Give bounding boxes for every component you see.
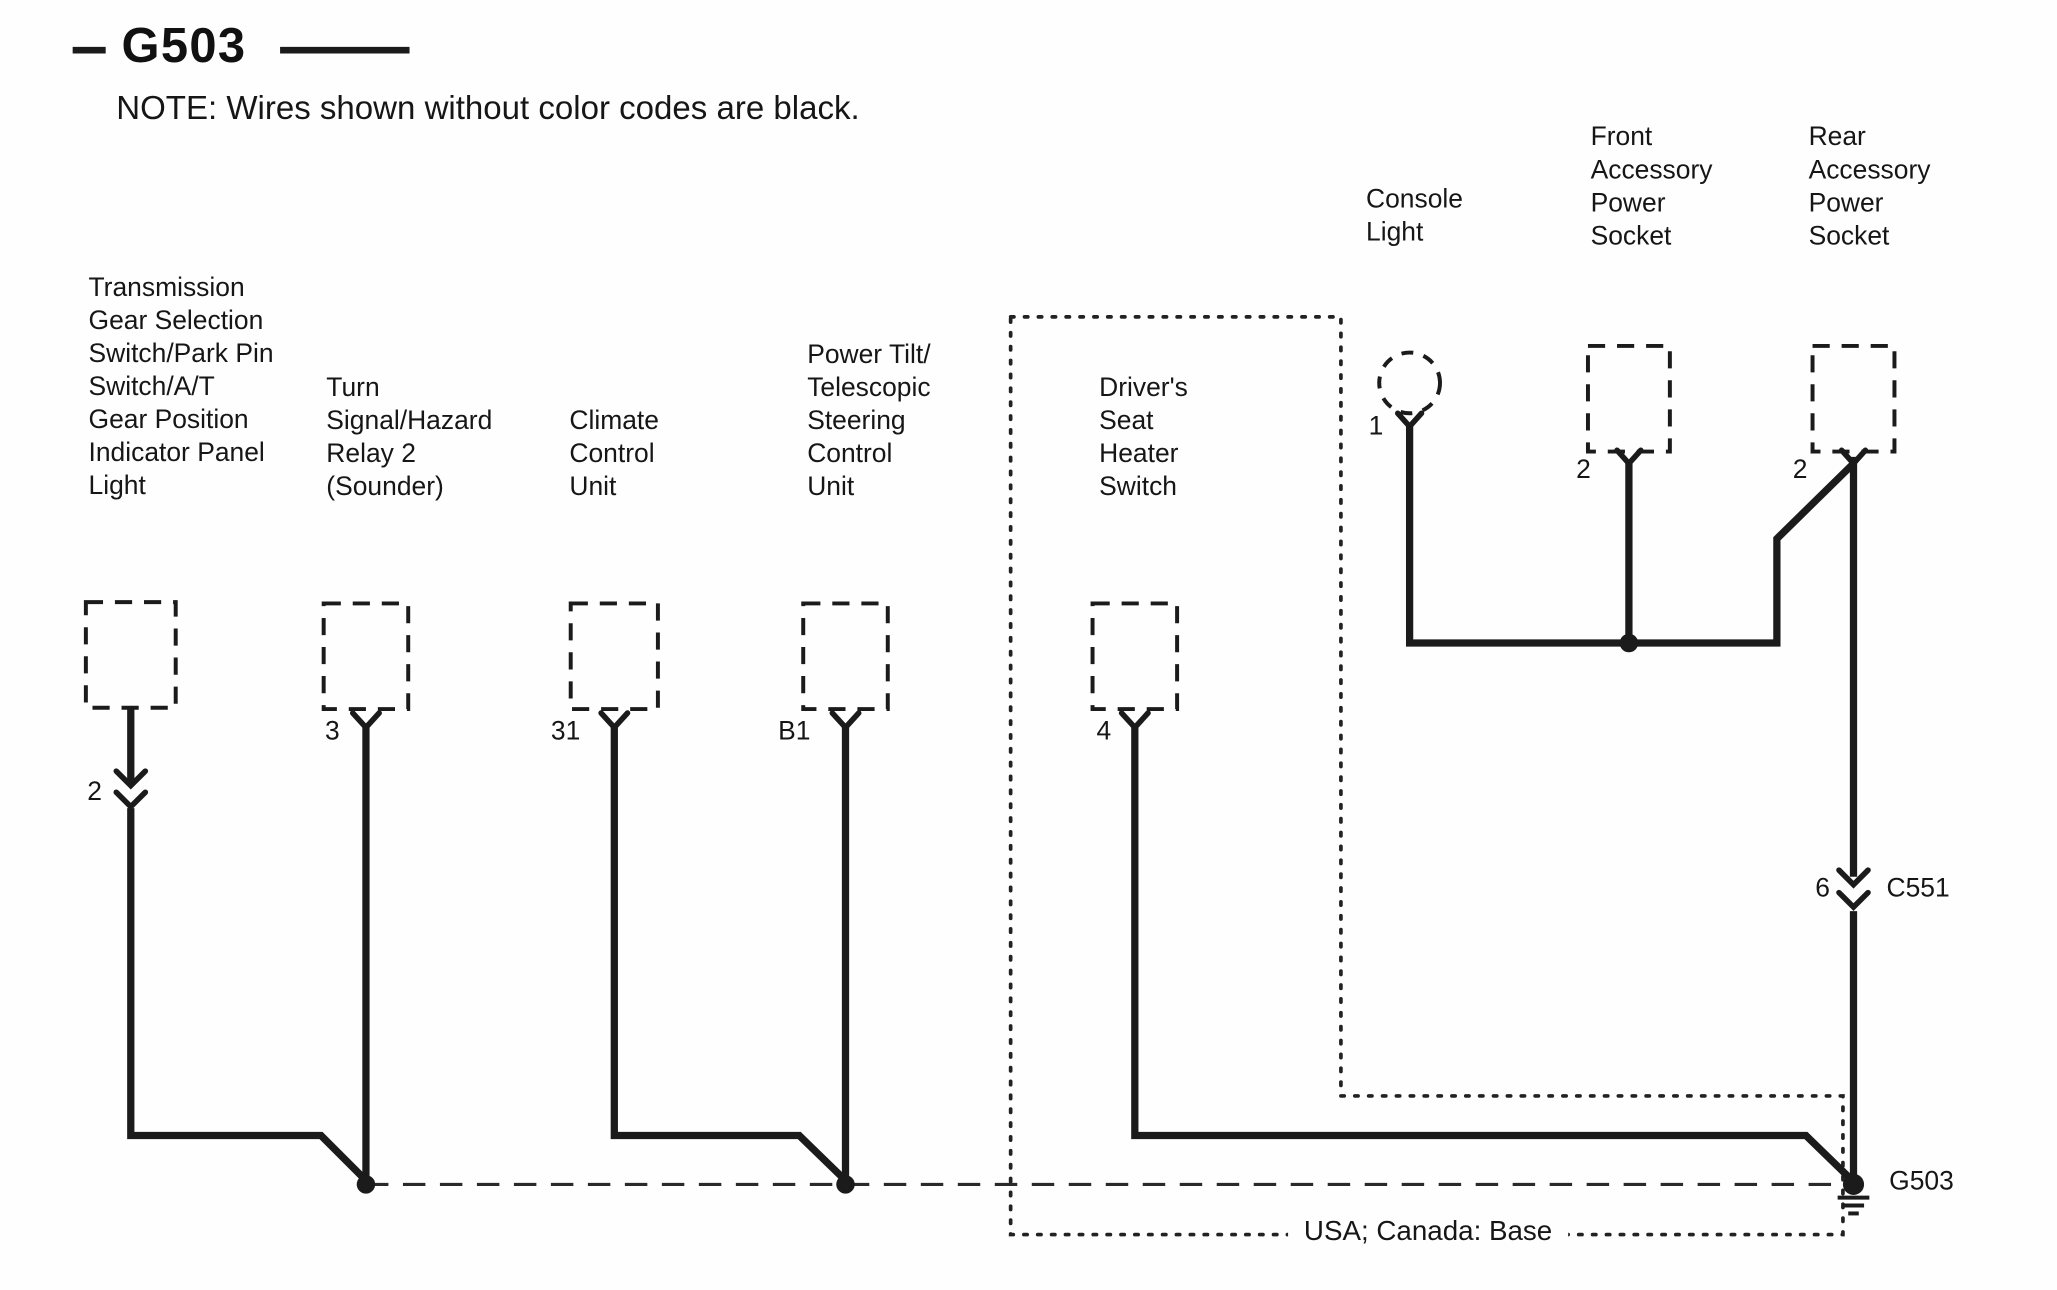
pin-chevron-icon-rear-socket xyxy=(1838,447,1869,468)
inline-connector-icon-c551-a xyxy=(1836,867,1871,889)
pin-chevron-icon-console-light xyxy=(1394,410,1425,431)
pin-label-rear-socket: 2 xyxy=(1792,455,1808,485)
pin-label-turn-signal: 3 xyxy=(324,716,340,747)
component-label-power-tilt: Power Tilt/ Telescopic Steering Control … xyxy=(807,340,931,502)
ground-point-dot xyxy=(1842,1173,1865,1195)
junction-dot-sockets xyxy=(1619,633,1639,653)
component-label-console-light: Console Light xyxy=(1366,184,1463,247)
inline-connector-pin-label: 6 xyxy=(1815,874,1830,904)
junction-dot-middle xyxy=(836,1175,855,1194)
inline-connector-icon-wire2-a xyxy=(113,768,149,790)
connector-box-seat-heater-switch xyxy=(1090,601,1180,712)
inline-connector-name-label: C551 xyxy=(1886,874,1950,904)
console-light-symbol xyxy=(1377,350,1442,416)
note-text: NOTE: Wires shown without color codes ar… xyxy=(116,89,860,127)
connector-box-front-socket xyxy=(1585,343,1672,454)
region-label: USA; Canada: Base xyxy=(1288,1216,1569,1248)
pin-chevron-icon-relay xyxy=(349,710,382,732)
inline-connector-icon-wire2-b xyxy=(113,789,149,811)
pin-chevron-icon-climate xyxy=(598,710,631,732)
component-label-transmission: Transmission Gear Selection Switch/Park … xyxy=(88,273,274,501)
wire-climate-control xyxy=(610,726,849,1184)
pin-label-power-tilt: B1 xyxy=(778,716,811,747)
pin-label-transmission: 2 xyxy=(87,777,102,807)
pin-label-climate: 31 xyxy=(550,716,581,747)
page-title: G503 xyxy=(121,18,247,73)
junction-dot-left xyxy=(356,1175,376,1194)
pin-label-seat-heater: 4 xyxy=(1096,716,1112,747)
component-label-seat-heater: Driver's Seat Heater Switch xyxy=(1099,373,1188,502)
pin-chevron-icon-seat-heater xyxy=(1118,710,1151,732)
connector-box-rear-socket xyxy=(1810,343,1897,454)
ground-label: G503 xyxy=(1889,1167,1954,1197)
component-label-front-socket: Front Accessory Power Socket xyxy=(1590,122,1713,251)
wire-console-light xyxy=(1405,425,1855,647)
connector-box-power-tilt xyxy=(801,601,890,712)
component-label-rear-socket: Rear Accessory Power Socket xyxy=(1808,122,1931,251)
wire-transmission-lower xyxy=(127,808,369,1184)
pin-chevron-icon-power-tilt xyxy=(829,710,862,732)
wire-seat-heater-switch xyxy=(1131,726,1854,1182)
component-label-turn-signal: Turn Signal/Hazard Relay 2 (Sounder) xyxy=(326,373,493,502)
pin-label-front-socket: 2 xyxy=(1576,455,1591,485)
inline-connector-icon-c551-b xyxy=(1836,889,1871,912)
pin-label-console-light: 1 xyxy=(1368,411,1384,442)
variant-region-outline xyxy=(1008,315,1845,1237)
connector-box-turn-signal-relay xyxy=(321,601,411,712)
pin-chevron-icon-front-socket xyxy=(1614,447,1644,468)
component-label-climate: Climate Control Unit xyxy=(569,406,659,502)
connector-box-climate-control xyxy=(568,601,660,712)
connector-box-transmission xyxy=(83,600,178,710)
